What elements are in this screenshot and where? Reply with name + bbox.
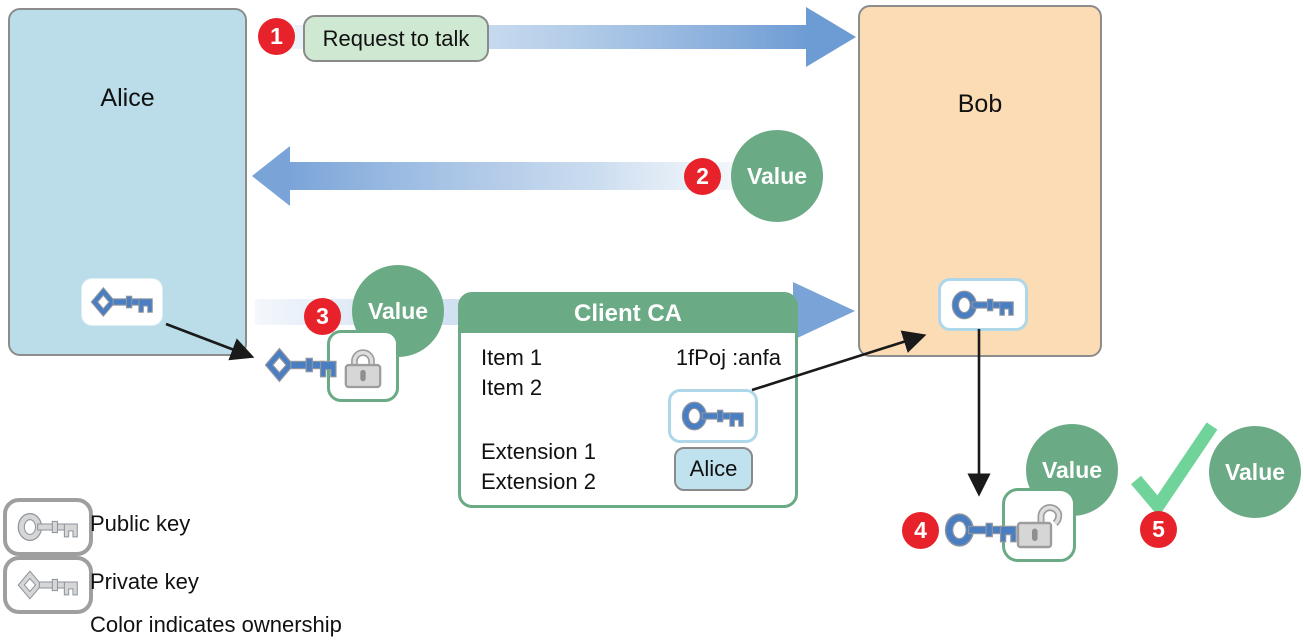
step-badge-5: 5 [1140,511,1177,548]
public-key-icon [17,508,79,546]
certificate-extension-1: Extension 1 [481,439,596,464]
request-to-talk-pill: Request to talk [303,15,489,62]
value-label: Value [746,162,808,189]
public-key-icon [944,507,1018,553]
bob-received-public-key-box [938,278,1028,331]
step-number: 3 [316,303,329,329]
step-number: 5 [1152,516,1165,542]
step-badge-2: 2 [684,158,721,195]
certificate-box: Client CA Item 1 Item 2 1fPoj :anfa Exte… [458,292,798,508]
certificate-item-1: Item 1 [481,345,543,370]
alice-private-key-box [82,279,162,325]
certificate-subject-label: Alice [689,456,738,481]
step-badge-3: 3 [304,298,341,335]
legend-private-key-label: Private key [90,569,199,594]
value-label: Value [1224,458,1286,485]
legend-private-key-box [3,556,93,614]
step-badge-4: 4 [902,512,939,549]
request-to-talk-label: Request to talk [322,25,470,51]
certificate-signature: 1fPoj :anfa [675,345,781,370]
step-number: 1 [270,23,283,49]
legend-public-key-box [3,498,93,556]
open-lock-icon [1015,501,1063,549]
legend-ownership-note: Color indicates ownership [90,612,342,637]
value-circle-step5: Value [1209,426,1301,518]
value-label: Value [367,297,429,324]
certificate-extension-2: Extension 2 [481,469,596,494]
public-key-icon [681,396,745,436]
check-icon [1131,422,1218,517]
value-label: Value [1041,456,1103,483]
bob-label: Bob [957,90,1003,118]
value-circle-step2: Value [731,130,823,222]
verify-lock-box [1002,488,1076,562]
certificate-title: Client CA [461,295,795,333]
step-number: 2 [696,163,709,189]
private-key-icon [17,570,78,600]
step-number: 4 [914,517,927,543]
private-key-icon [90,287,153,317]
public-key-icon [951,285,1015,325]
private-key-icon [264,347,337,383]
certificate-subject-pill: Alice [674,447,753,491]
certificate-public-key-box [668,389,758,443]
legend-public-key-label: Public key [90,511,191,536]
closed-lock-icon [342,343,384,389]
step-badge-1: 1 [258,18,295,55]
certificate-item-2: Item 2 [481,375,543,400]
alice-label: Alice [100,84,155,112]
